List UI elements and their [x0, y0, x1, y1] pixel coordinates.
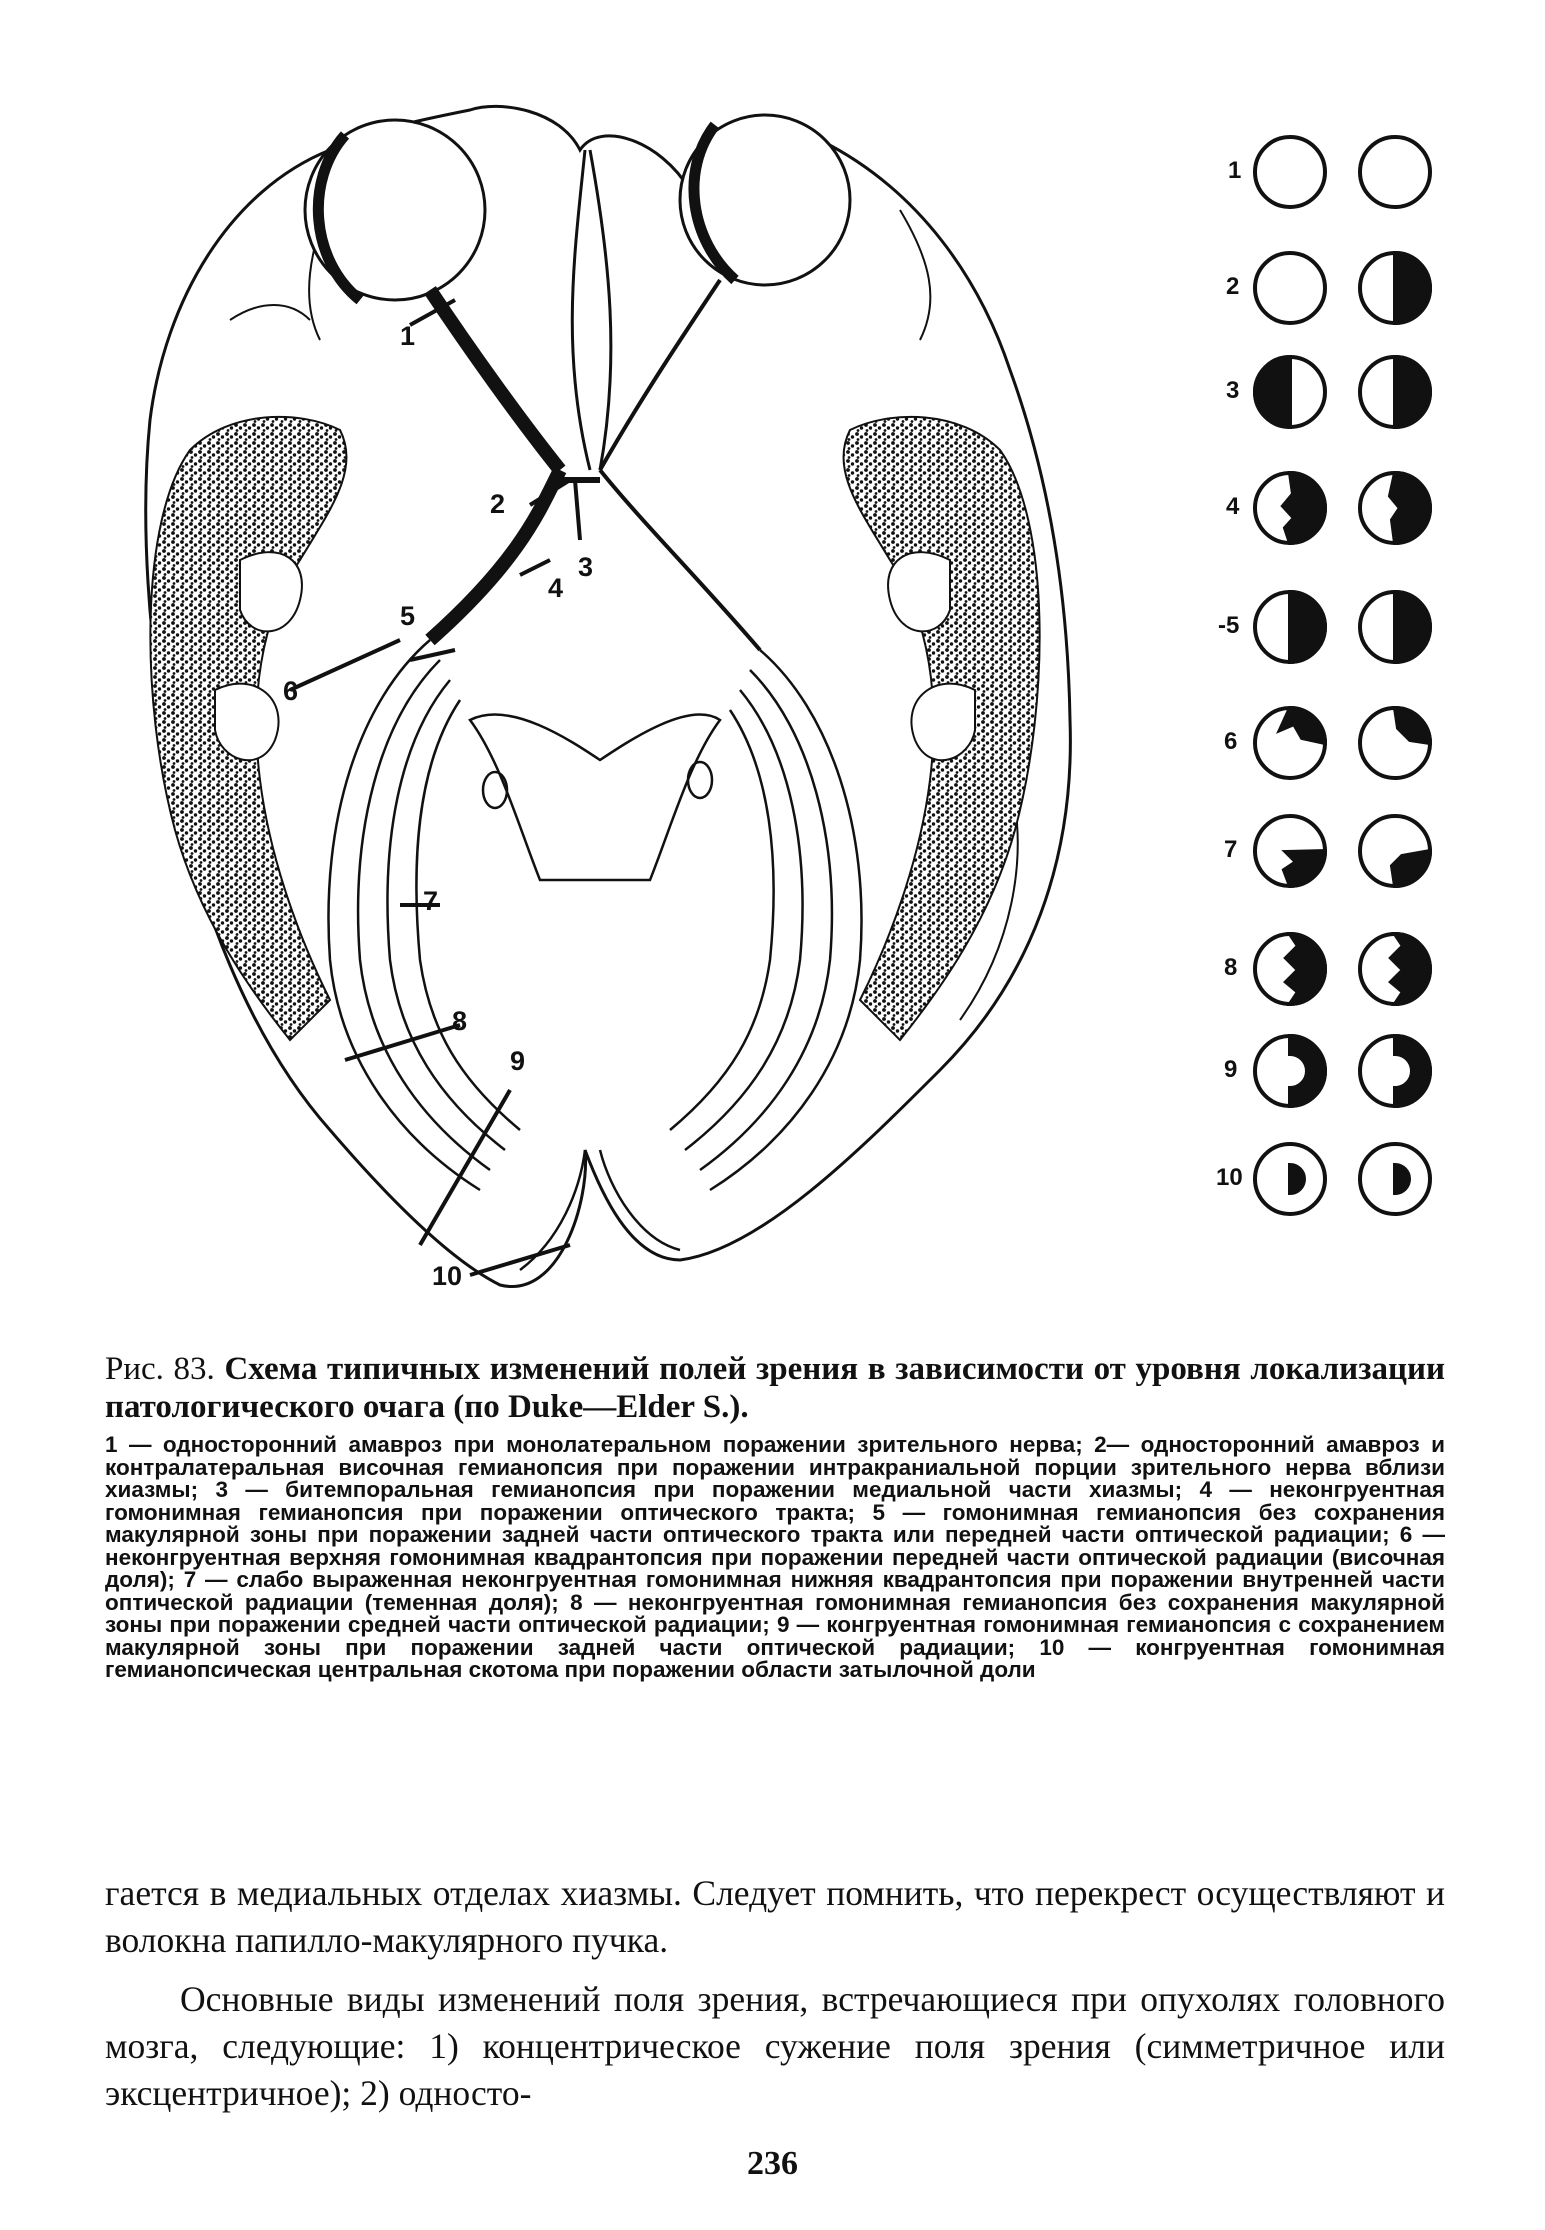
caption-legend: 1 — односторонний амавроз при монолатера… — [105, 1432, 1445, 1682]
lesion-label: 2 — [490, 489, 505, 519]
caption-title-text: Схема типичных изменений полей зрения в … — [105, 1351, 1445, 1425]
body-paragraph: Основные виды изменений поля зрения, вст… — [105, 1979, 1445, 2113]
field-label: 6 — [1224, 728, 1237, 755]
visual-field-row-4: 4 — [1226, 470, 1432, 546]
caption-fig-label: Рис. 83. — [105, 1351, 215, 1387]
visual-field-row-5: -5 — [1218, 589, 1432, 665]
lesion-label: 8 — [452, 1006, 467, 1036]
field-label: 10 — [1216, 1164, 1243, 1191]
lesion-label: 7 — [423, 886, 438, 916]
body-paragraph: гается в медиальных отделах хиазмы. След… — [105, 1873, 1445, 1960]
lesion-label: 6 — [283, 676, 298, 706]
brain-visual-pathway-figure: 1 2 3 4 5 6 7 8 9 10 1 2 3 — [144, 104, 1433, 1291]
lesion-labels: 1 2 3 4 5 6 7 8 9 10 — [283, 321, 593, 1291]
lesion-label: 1 — [400, 321, 415, 351]
lesion-label: 5 — [400, 601, 415, 631]
visual-field-row-9: 9 — [1224, 1033, 1432, 1109]
lesion-label: 4 — [548, 573, 563, 603]
field-label: 4 — [1226, 493, 1240, 520]
lesion-label: 3 — [578, 552, 593, 582]
body-text: гается в медиальных отделах хиазмы. След… — [105, 1870, 1445, 2117]
visual-field-row-6: 6 — [1224, 705, 1433, 780]
eyes — [303, 113, 852, 305]
visual-field-row-2: 2 — [1226, 250, 1432, 326]
visual-field-row-10: 10 — [1216, 1142, 1432, 1216]
figure-caption: Рис. 83. Схема типичных изменений полей … — [105, 1350, 1445, 1682]
visual-field-row-1: 1 — [1228, 135, 1432, 209]
temporal-lobes — [149, 415, 1041, 1042]
visual-field-row-8: 8 — [1224, 931, 1432, 1007]
field-label: 7 — [1224, 836, 1237, 863]
lesion-label: 10 — [432, 1261, 462, 1291]
lesion-markers — [289, 298, 582, 1277]
caption-title: Рис. 83. Схема типичных изменений полей … — [105, 1350, 1445, 1426]
field-label: -5 — [1218, 612, 1239, 639]
visual-field-row-7: 7 — [1224, 814, 1433, 889]
field-label: 1 — [1228, 157, 1241, 184]
field-label: 8 — [1224, 954, 1237, 981]
page-number: 236 — [747, 2145, 798, 2182]
lesion-label: 9 — [510, 1046, 525, 1076]
visual-field-row-3: 3 — [1226, 354, 1432, 430]
visual-field-column: 1 2 3 4 -5 — [1216, 135, 1433, 1216]
field-label: 9 — [1224, 1056, 1237, 1083]
field-label: 2 — [1226, 273, 1239, 300]
optic-pathway — [424, 278, 762, 652]
brainstem-and-radiations — [327, 639, 863, 1271]
field-label: 3 — [1226, 377, 1239, 404]
